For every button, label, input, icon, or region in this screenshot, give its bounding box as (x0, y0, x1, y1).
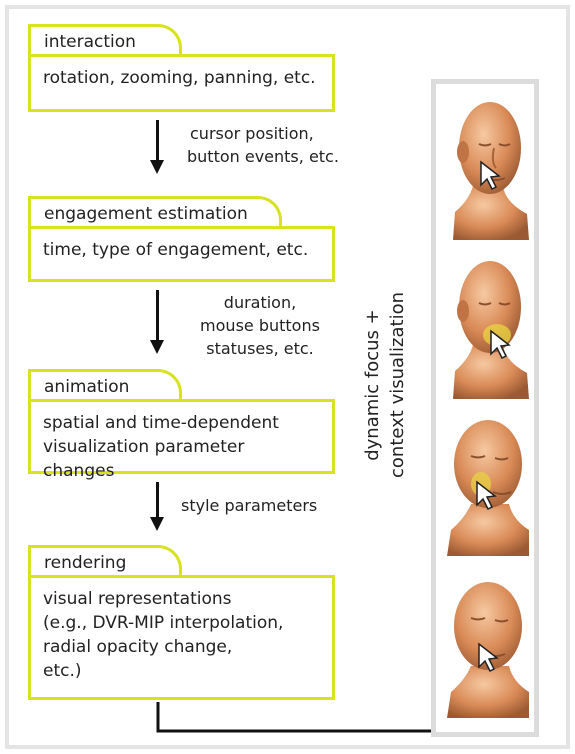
stage-engagement-title: engagement estimation (44, 204, 248, 224)
stage-interaction-box: rotation, zooming, panning, etc. (28, 54, 335, 112)
stage-animation-title: animation (44, 377, 130, 397)
stage-interaction-line-1: rotation, zooming, panning, etc. (43, 68, 316, 88)
arrow-3-head (150, 517, 164, 531)
stage-rendering-tab: rendering (28, 545, 182, 577)
visualization-image-panel (431, 79, 539, 737)
stage-rendering-title: rendering (44, 553, 127, 573)
side-label-line-2: context visualization (387, 292, 408, 478)
stage-rendering-line-2: (e.g., DVR-MIP interpolation, (43, 613, 284, 633)
arrow-1-shaft (156, 120, 159, 162)
stage-animation-box: spatial and time-dependent visualization… (28, 399, 335, 481)
arrow-2-head (150, 340, 164, 354)
arrow-1-line-2: button events, etc. (187, 147, 339, 166)
cursor-arrow-icon (480, 160, 501, 191)
arrow-2-shaft (156, 290, 159, 342)
arrow-3-line-1: style parameters (181, 496, 318, 515)
arrow-2-line-2: mouse buttons (200, 316, 320, 335)
stage-rendering-line-3: radial opacity change, (43, 637, 233, 657)
arrow-1-line-1: cursor position, (190, 124, 314, 143)
stage-animation-line-1: spatial and time-dependent (43, 413, 279, 433)
arrow-2-line-1: duration, (223, 293, 297, 312)
head-render-4 (447, 582, 529, 718)
cursor-arrow-icon (478, 642, 499, 673)
stage-interaction-title: interaction (44, 32, 136, 52)
stage-engagement-line-1: time, type of engagement, etc. (43, 240, 309, 260)
stage-animation-tab: animation (28, 369, 182, 401)
stage-rendering-box: visual representations (e.g., DVR-MIP in… (28, 575, 335, 700)
cursor-arrow-icon (490, 329, 511, 360)
arrow-3-label: style parameters (181, 494, 341, 517)
side-label: dynamic focus + context visualization (360, 195, 410, 575)
arrow-3-shaft (156, 482, 159, 519)
cursor-arrow-icon (476, 480, 497, 511)
stage-interaction-tab: interaction (28, 24, 182, 56)
arrow-1-label: cursor position, button events, etc. (187, 122, 347, 168)
head-render-3 (447, 420, 529, 556)
head-render-1 (453, 102, 529, 240)
stage-engagement-box: time, type of engagement, etc. (28, 226, 335, 282)
arrow-2-line-3: statuses, etc. (206, 339, 314, 358)
arrow-1-head (150, 160, 164, 174)
head-render-2 (453, 261, 529, 399)
stage-rendering-line-1: visual representations (43, 589, 232, 609)
stage-animation-line-2: visualization parameter changes (43, 437, 245, 481)
stage-engagement-tab: engagement estimation (28, 196, 282, 228)
side-label-line-1: dynamic focus + (362, 309, 383, 461)
arrow-2-label: duration, mouse buttons statuses, etc. (180, 291, 340, 360)
stage-rendering-line-4: etc.) (43, 661, 82, 681)
